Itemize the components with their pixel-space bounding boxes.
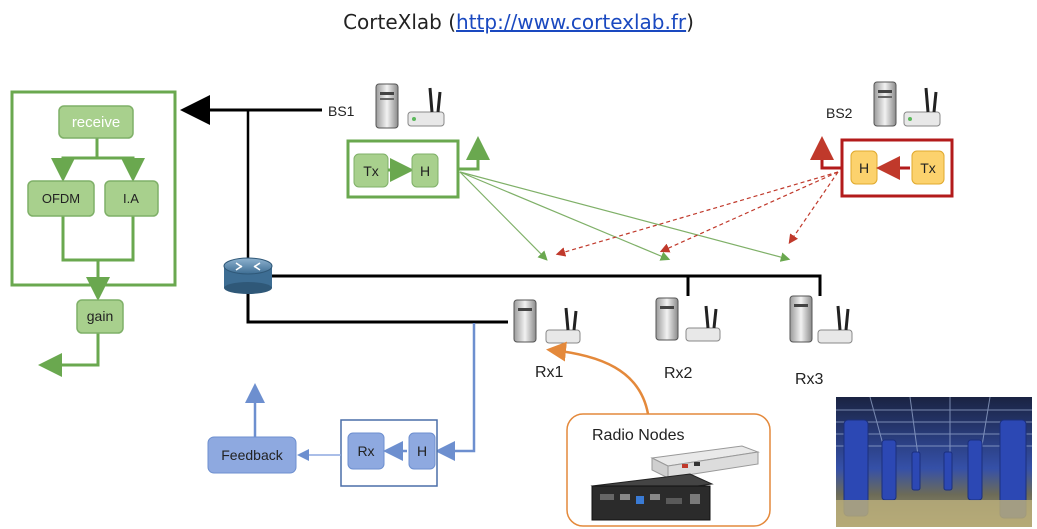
bs2-h-label: H — [859, 160, 869, 176]
experiment-room-photo — [836, 396, 1032, 527]
bs2-uplink-arrow — [810, 136, 842, 170]
processing-block: receive OFDM I.A gain — [10, 90, 177, 377]
gain-box — [76, 299, 124, 334]
bs1-to-rx1-arrow — [459, 171, 548, 261]
receive-box — [58, 105, 134, 139]
ofdm-label: OFDM — [42, 191, 80, 206]
feedback-h-label: H — [417, 443, 427, 459]
rx1-antenna-icon — [545, 307, 581, 344]
gain-output-arrow — [38, 333, 100, 377]
bs1-to-rx2-arrow — [459, 171, 671, 261]
receive-to-ofdm-arrow — [51, 156, 97, 182]
ia-label: I.A — [123, 191, 139, 206]
feedback-rx-label: Rx — [357, 443, 374, 459]
feedback-h-box — [408, 432, 436, 470]
rx3-server-icon — [789, 295, 813, 343]
feedback-box — [207, 436, 297, 474]
rx1-server-icon — [513, 299, 537, 343]
bs2-server-icon — [873, 81, 897, 127]
bs1-uplink-arrow — [458, 136, 490, 171]
radio-nodes-callout: Radio Nodes — [546, 341, 771, 527]
radio-nodes-label: Radio Nodes — [592, 427, 685, 444]
bs2-to-rx2-arrow — [659, 171, 839, 253]
rx2-antenna-icon — [685, 305, 721, 342]
title-prefix: CorteXlab ( — [343, 10, 457, 34]
bs2-chain: H Tx — [810, 136, 954, 198]
receive-label: receive — [72, 114, 120, 131]
ia-box — [104, 180, 159, 217]
rx1-label: Rx1 — [535, 364, 564, 381]
feedback-chain: Rx H Feedback — [207, 323, 476, 487]
ofdm-box — [27, 180, 95, 217]
rx2-label: Rx2 — [664, 365, 693, 382]
bs1-h-box — [411, 153, 439, 188]
rx3-antenna-icon — [817, 305, 853, 344]
rx2-server-icon — [655, 297, 679, 341]
router-to-rx23-bus — [272, 274, 822, 296]
bs1-tx-label: Tx — [363, 163, 379, 179]
diagram-title: CorteXlab (http://www.cortexlab.fr) — [0, 10, 1037, 34]
bs1-to-rx3-arrow — [459, 171, 791, 262]
cortexlab-link[interactable]: http://www.cortexlab.fr — [456, 10, 687, 34]
bs2-to-rx3-arrow — [788, 171, 839, 244]
title-suffix: ) — [686, 10, 694, 34]
network-wiring — [180, 95, 822, 324]
bs2-channel-arrows — [555, 171, 839, 257]
bs1-chain: Tx H — [346, 136, 490, 199]
bs1-channel-arrows — [459, 171, 791, 262]
radio-nodes-pointer-arrow — [546, 341, 650, 415]
router-to-rx1-line — [246, 292, 508, 324]
bs1-h-label: H — [420, 163, 430, 179]
bs2-tx-label: Tx — [920, 160, 936, 176]
bs1-label: BS1 — [328, 103, 355, 119]
bs2-to-rx1-arrow — [555, 171, 839, 257]
gain-label: gain — [87, 308, 113, 324]
rx3-label: Rx3 — [795, 371, 824, 388]
bs2-tx-box — [911, 150, 945, 185]
rx1-to-feedback-arrow — [435, 323, 476, 461]
bs1-antenna-icon — [407, 87, 445, 127]
pc-node-icon — [590, 473, 714, 521]
bs2-label: BS2 — [826, 105, 853, 121]
router-icon — [223, 257, 273, 294]
usrp-device-icon — [650, 445, 760, 479]
bs2-antenna-icon — [903, 87, 941, 127]
bs1-server-icon — [375, 83, 399, 129]
feedback-label: Feedback — [221, 447, 283, 463]
